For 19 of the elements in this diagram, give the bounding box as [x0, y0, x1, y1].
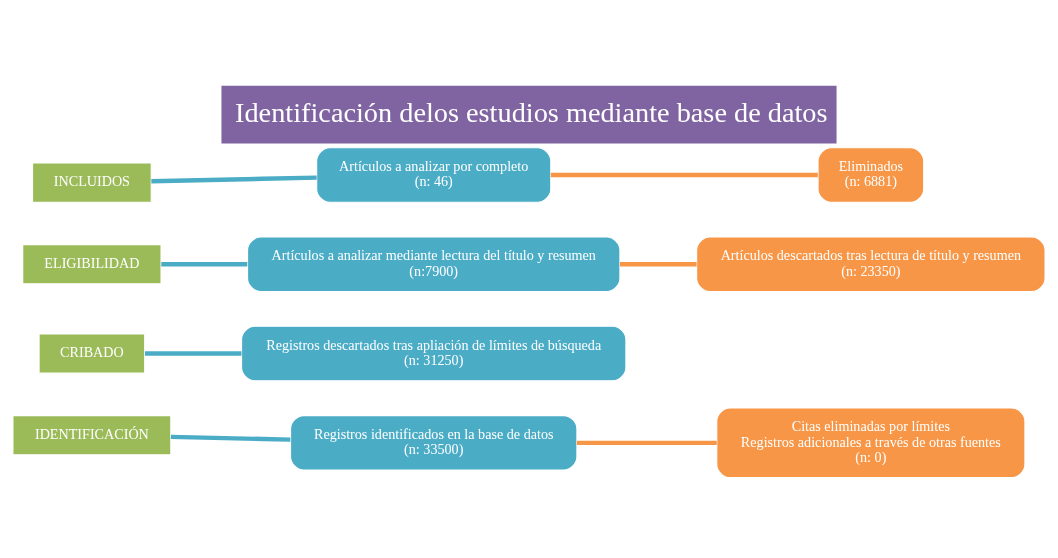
connector — [151, 174, 317, 183]
node-box: ELIGIBILIDAD — [22, 243, 162, 284]
connector — [144, 350, 242, 356]
node-box: Artículos descartados tras lectura de título y resumen (n: 23350) — [696, 236, 1046, 292]
node-box: Citas eliminadas por límites Registros adicionales a través de otras fuentes (n: 0) — [716, 406, 1026, 478]
node-box: IDENTIFICACIÓN — [12, 414, 172, 455]
node-box: CRIBADO — [38, 332, 146, 374]
node-box: Artículos a analizar por completo (n: 46) — [316, 146, 552, 203]
node-box: Registros identificados en la base de datos (n: 33500) — [290, 414, 578, 471]
connector — [550, 172, 818, 177]
node-box: Eliminados (n: 6881) — [817, 146, 925, 203]
connector — [619, 261, 697, 266]
connector — [170, 434, 291, 442]
connector — [161, 261, 248, 266]
node-box: Registros descartados tras apliación de límites de búsqueda (n: 31250) — [241, 325, 627, 381]
node-box: INCLUIDOS — [32, 161, 152, 203]
node-box: Artículos a analizar mediante lectura del título y resumen (n:7900) — [247, 236, 621, 292]
connector — [576, 440, 717, 445]
diagram-title: Identificación delos estudios mediante base de datos — [235, 96, 828, 128]
